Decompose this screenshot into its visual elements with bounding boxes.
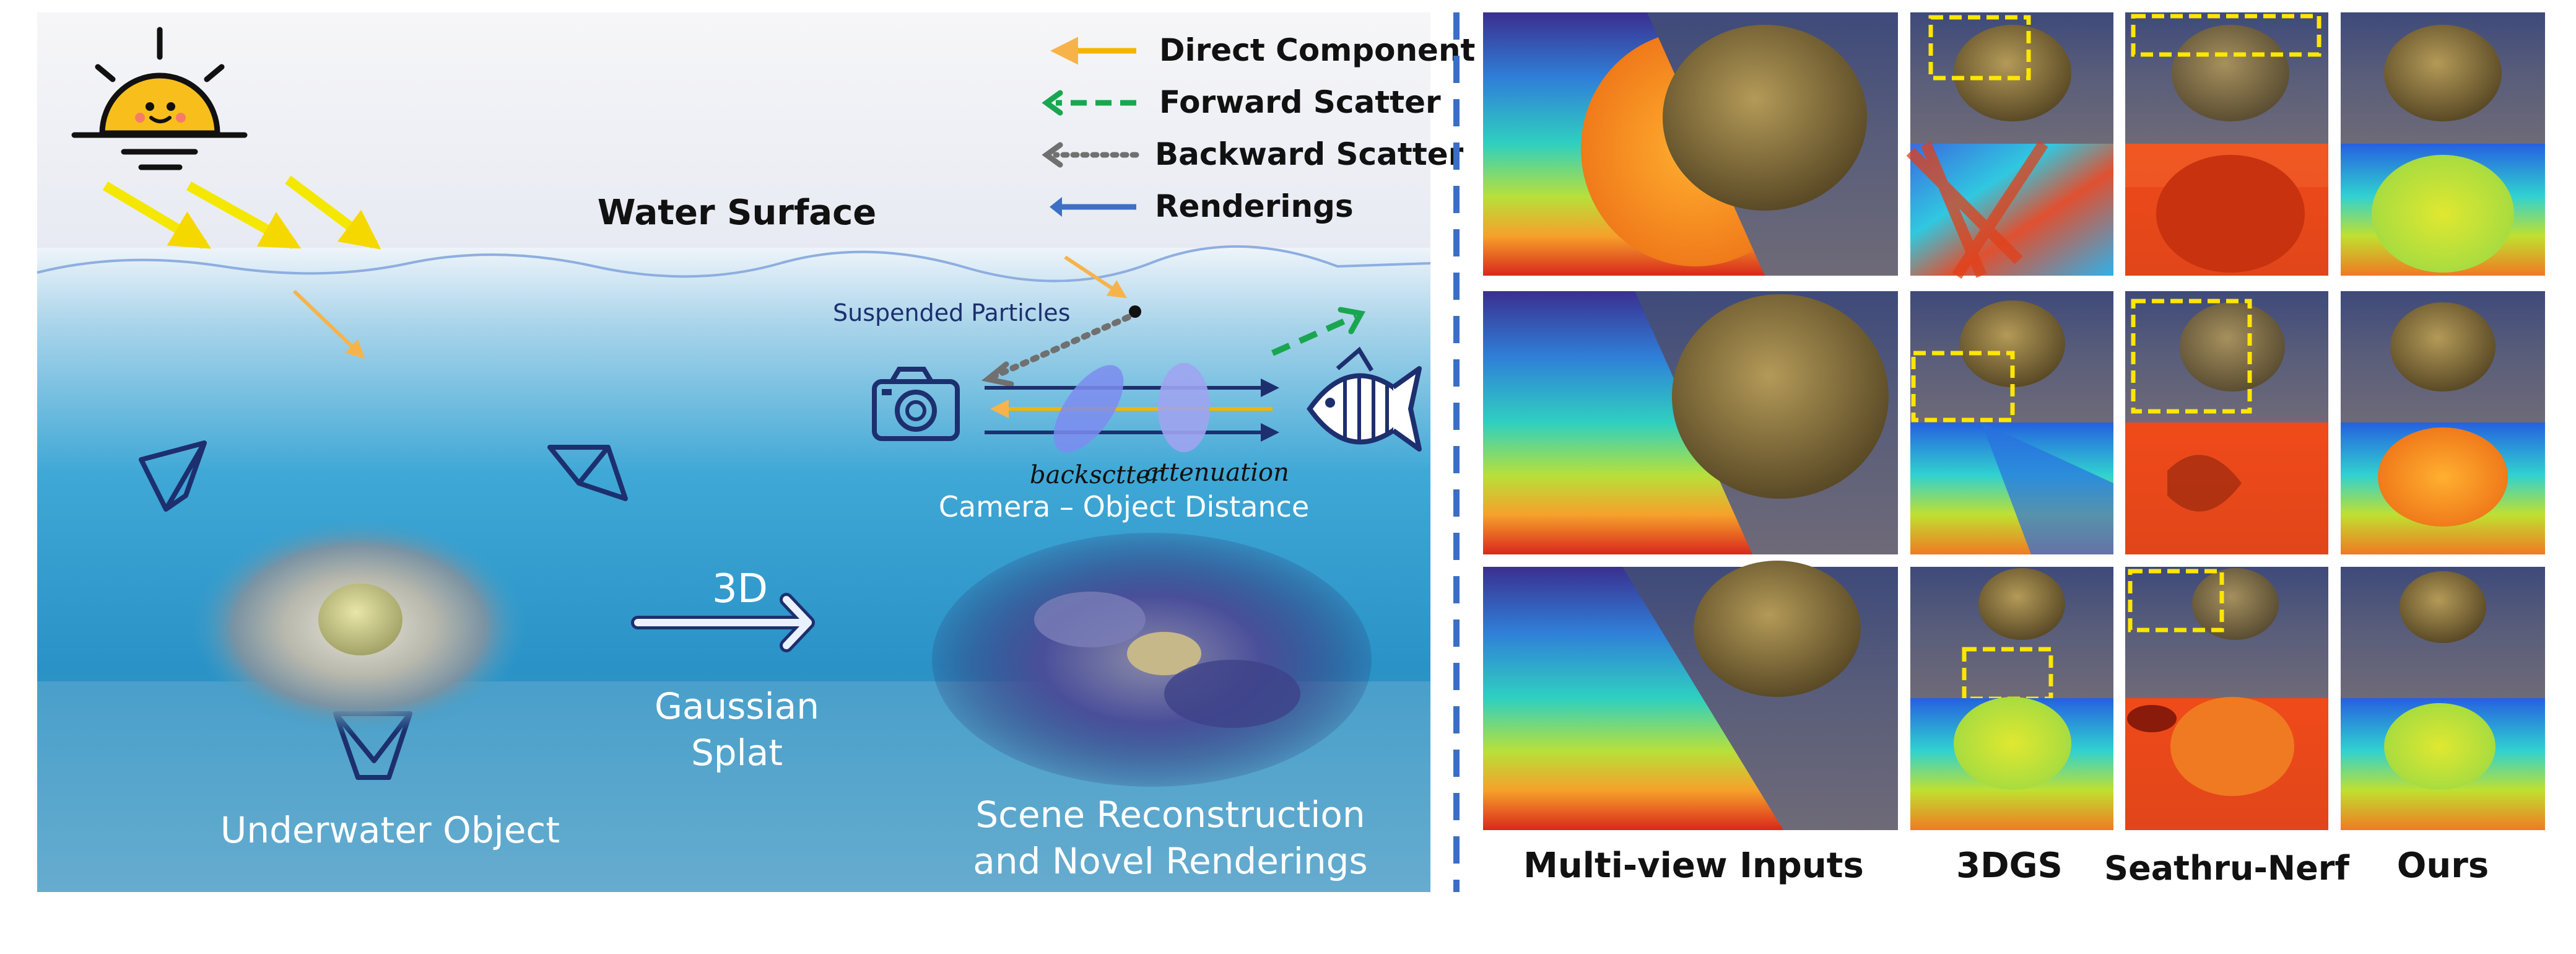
- comparison-grid: Multi-view Inputs 3DGS Seathru-Nerf Ours: [1483, 12, 2545, 888]
- particle-dot: [1129, 305, 1141, 318]
- input-rock: [1672, 294, 1889, 499]
- legend-renderings-label: Renderings: [1155, 188, 1354, 224]
- input-rock: [1694, 561, 1861, 697]
- legend-backward-label: Backward Scatter: [1155, 136, 1464, 172]
- arrow-label-3d: 3D: [712, 566, 768, 612]
- reconstruction-render: [932, 533, 1372, 787]
- attenuation-ellipse: [1158, 363, 1210, 452]
- attenuation-label: attenuation: [1144, 458, 1289, 487]
- row-3: [1483, 561, 2545, 830]
- row-2: [1483, 291, 2545, 554]
- recon-label-2: and Novel Renderings: [973, 840, 1367, 882]
- sun-icon: [71, 27, 248, 170]
- highlight-box: [2131, 299, 2252, 414]
- column-label-inputs: Multi-view Inputs: [1523, 846, 1864, 886]
- gaussian-splat-arrow: [631, 593, 815, 652]
- column-label-ours: Ours: [2397, 846, 2489, 886]
- sunlight-rays: [102, 175, 1128, 359]
- frustum-right: [547, 445, 628, 501]
- fish-icon: [1307, 346, 1422, 452]
- arrow-label-splat: Splat: [691, 732, 783, 774]
- input-depth-overlay: [1483, 567, 1783, 830]
- highlight-box: [2131, 14, 2321, 57]
- input-depth-overlay: [1483, 291, 1752, 554]
- distance-label: Camera – Object Distance: [939, 490, 1309, 523]
- forward-scatter-ray: [1271, 313, 1358, 356]
- water-surface-line: [37, 245, 1431, 282]
- column-label-3dgs: 3DGS: [1956, 846, 2063, 886]
- legend-forward-label: Forward Scatter: [1159, 84, 1441, 120]
- water-surface-label: Water Surface: [598, 193, 877, 233]
- coral-dome: [318, 584, 402, 655]
- left-illustration: Water Surface Direct Component Forward S…: [37, 12, 1475, 892]
- column-label-seathru: Seathru-Nerf: [2104, 849, 2349, 888]
- imaging-model: Suspended Particles backsctter attenuati…: [833, 299, 1365, 523]
- backward-scatter-ray: [988, 314, 1131, 381]
- recon-label-1: Scene Reconstruction: [975, 794, 1365, 836]
- row-1: [1483, 12, 2545, 279]
- legend: Direct Component Forward Scatter Backwar…: [1042, 32, 1475, 224]
- camera-icon: [872, 367, 960, 441]
- arrow-label-gaussian: Gaussian: [655, 685, 819, 727]
- frustum-left: [139, 440, 207, 512]
- highlight-box: [1928, 15, 2031, 81]
- object-label: Underwater Object: [220, 809, 560, 851]
- reconstruction-coral: [1127, 632, 1201, 675]
- underwater-object: [192, 519, 526, 735]
- backscatter-ellipse: [1053, 365, 1124, 453]
- legend-direct-label: Direct Component: [1159, 32, 1475, 68]
- input-rock: [1663, 25, 1867, 211]
- suspended-particles-label: Suspended Particles: [833, 299, 1071, 326]
- highlight-box: [1911, 351, 2015, 422]
- highlight-box: [2128, 569, 2224, 632]
- backscatter-label: backsctter: [1030, 461, 1164, 489]
